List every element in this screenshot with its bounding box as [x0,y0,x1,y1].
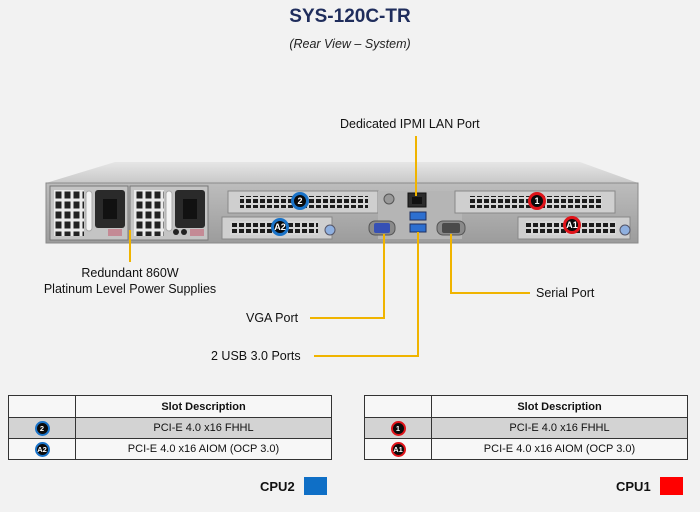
slot-a1-badge: A1 [563,216,581,234]
slot-description: PCI-E 4.0 x16 FHHL [75,417,332,439]
slot-description: PCI-E 4.0 x16 FHHL [431,417,688,439]
slot-badge: A1 [390,441,406,457]
legend-cpu1-label: CPU1 [616,478,651,494]
ipmi-port-label: Dedicated IPMI LAN Port [340,117,480,131]
slot-1-badge: 1 [528,192,546,210]
chassis-top [46,162,638,183]
serial-port-label: Serial Port [536,286,595,300]
slot-badge: A2 [34,441,50,457]
legend-cpu2-swatch [303,477,327,495]
table-header: Slot Description [431,395,688,418]
usb-callout-line [314,232,419,357]
slot-badge: 1 [390,420,406,436]
table-row: 2 PCI-E 4.0 x16 FHHL [8,417,332,439]
vga-callout-line [310,234,385,319]
vga-port-label: VGA Port [246,311,299,325]
legend-cpu1: CPU1 [616,477,683,495]
usb-port-2 [409,223,427,233]
legend-cpu1-swatch [659,477,683,495]
usb-port-1 [409,211,427,221]
slot-a2-badge: A2 [271,218,289,236]
psu-label-line2: Platinum Level Power Supplies [43,282,217,296]
table-header: Slot Description [75,395,332,418]
power-supply-1 [49,185,129,241]
serial-callout-line [450,234,530,294]
table-row: A1 PCI-E 4.0 x16 AIOM (OCP 3.0) [364,438,688,460]
usb-ports-label: 2 USB 3.0 Ports [211,349,301,363]
slot-2-badge: 2 [291,192,309,210]
cpu1-slot-table: Slot Description 1 PCI-E 4.0 x16 FHHL A1… [364,395,688,460]
psu-label-line1: Redundant 860W [81,266,179,280]
slot-description: PCI-E 4.0 x16 AIOM (OCP 3.0) [431,438,688,460]
slot-description: PCI-E 4.0 x16 AIOM (OCP 3.0) [75,438,332,460]
legend-cpu2-label: CPU2 [260,478,295,494]
table-header-empty [364,395,432,418]
power-supply-2 [129,185,209,241]
page-subtitle: (Rear View – System) [289,37,411,51]
table-row: 1 PCI-E 4.0 x16 FHHL [364,417,688,439]
page-title: SYS-120C-TR [289,6,411,27]
slot-badge: 2 [34,420,50,436]
table-row: A2 PCI-E 4.0 x16 AIOM (OCP 3.0) [8,438,332,460]
table-header-empty [8,395,76,418]
cpu2-slot-table: Slot Description 2 PCI-E 4.0 x16 FHHL A2… [8,395,332,460]
legend-cpu2: CPU2 [260,477,327,495]
